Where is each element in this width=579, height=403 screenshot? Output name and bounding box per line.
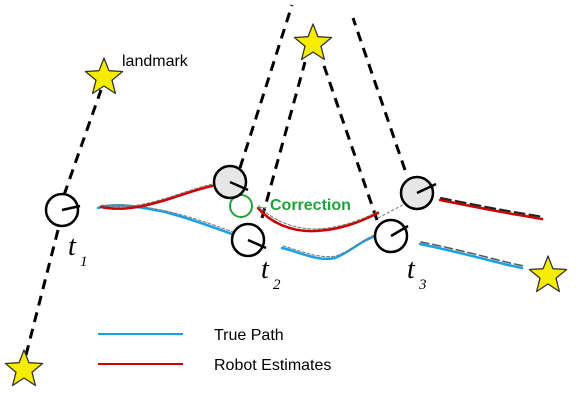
robot-pose-t1 — [44, 192, 81, 228]
sensor-line-t1-landmark2 — [24, 229, 60, 356]
sensor-line-t2-landmark — [260, 61, 307, 219]
t1-main: t — [68, 231, 77, 262]
true-path-ghost2 — [282, 233, 378, 258]
landmark-star-3 — [528, 255, 568, 293]
landmark-star-4 — [4, 349, 44, 387]
true-path-ghost1 — [99, 204, 234, 233]
t1-sub: 1 — [80, 254, 88, 270]
robot-pose-t3 — [373, 218, 409, 254]
t2-main: t — [261, 254, 270, 285]
robot-pose-t2 — [230, 222, 267, 258]
estimate-seg3 — [438, 198, 544, 221]
estimate-seg1 — [99, 184, 214, 210]
t2-sub: 2 — [273, 277, 281, 293]
estimate-ghost1 — [101, 183, 214, 208]
sensor-line-est1-top — [238, 4, 294, 169]
legend-robot-estimates-label: Robot Estimates — [214, 357, 331, 374]
landmark-label: landmark — [122, 53, 189, 70]
true-path-seg3 — [418, 242, 524, 270]
time-label-t2: t 2 — [261, 254, 281, 293]
estimate-ghost3 — [440, 197, 545, 218]
estimate-ghost2 — [258, 205, 380, 230]
robot-estimates — [99, 183, 545, 233]
true-path-seg2 — [280, 234, 378, 261]
legend: True Path Robot Estimates — [98, 327, 331, 374]
landmarks — [4, 23, 568, 387]
estimated-pose-1 — [212, 164, 249, 200]
true-path-ghost3 — [420, 241, 525, 267]
sensor-line-est2-top — [351, 17, 407, 171]
time-label-t1: t 1 — [68, 231, 88, 270]
estimate-seg2 — [256, 206, 380, 233]
sensor-line-t1-landmark1 — [62, 89, 103, 196]
landmark-star-1 — [84, 57, 124, 95]
t3-sub: 3 — [418, 277, 427, 293]
time-label-t3: t 3 — [407, 254, 427, 293]
estimated-pose-2 — [399, 175, 437, 211]
t3-main: t — [407, 254, 416, 285]
landmark-star-2 — [293, 23, 333, 61]
correction-label: ←Correction — [254, 197, 351, 214]
true-path-seg1 — [96, 204, 234, 236]
true-path — [96, 204, 525, 270]
sensor-lines — [24, 4, 407, 356]
legend-true-path-label: True Path — [214, 327, 284, 344]
sensor-line-t3-landmark — [320, 59, 379, 221]
